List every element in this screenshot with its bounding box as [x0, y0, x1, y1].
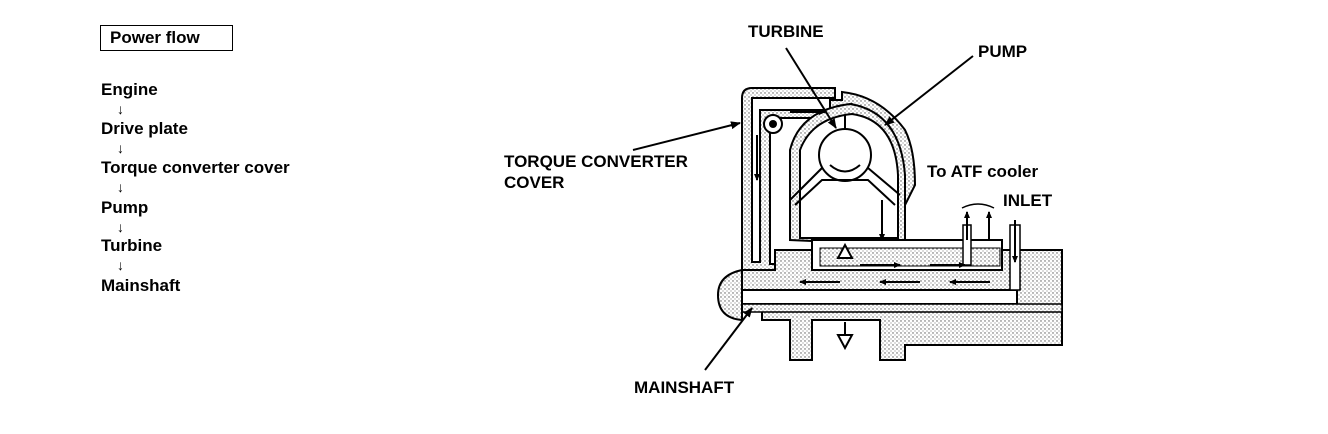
flow-step-mainshaft: Mainshaft [101, 276, 181, 295]
turbine-label: TURBINE [748, 22, 824, 41]
turbine-leader [785, 47, 837, 129]
pump-label: PUMP [978, 42, 1028, 61]
flow-arrow-down-icon: ↓ [117, 219, 124, 235]
flow-step-turbine: Turbine [101, 236, 163, 255]
flow-step-drive-plate: Drive plate [101, 119, 188, 138]
torque-converter-cover-label-line1: TORQUE CONVERTER [504, 152, 688, 171]
mainshaft-bore [741, 289, 1018, 305]
flow-step-engine: Engine [101, 80, 158, 99]
mainshaft-leader [704, 307, 753, 371]
flow-arrow-down-icon: ↓ [117, 140, 124, 156]
cooler-bracket [961, 203, 995, 209]
flow-arrow-down-icon: ↓ [117, 179, 124, 195]
atf-cooler-label: To ATF cooler [927, 162, 1039, 181]
power-flow-title: Power flow [100, 25, 233, 51]
flow-arrow-down-icon: ↓ [117, 101, 124, 117]
flow-step-torque-converter-cover: Torque converter cover [101, 158, 290, 177]
pump-leader [884, 55, 974, 126]
stator-hub [818, 128, 872, 182]
crankshaft-pilot [716, 268, 743, 322]
flow-triangle-down [836, 334, 854, 351]
flow-arrow-down-icon: ↓ [117, 257, 124, 273]
mainshaft-label: MAINSHAFT [634, 378, 735, 397]
flow-triangle-up [836, 242, 854, 259]
torque-converter-cover-label-line2: COVER [504, 173, 565, 192]
flow-step-pump: Pump [101, 198, 149, 217]
cover-leader [632, 121, 741, 151]
mainshaft-shaft [741, 303, 1063, 313]
inlet-label: INLET [1003, 191, 1053, 210]
